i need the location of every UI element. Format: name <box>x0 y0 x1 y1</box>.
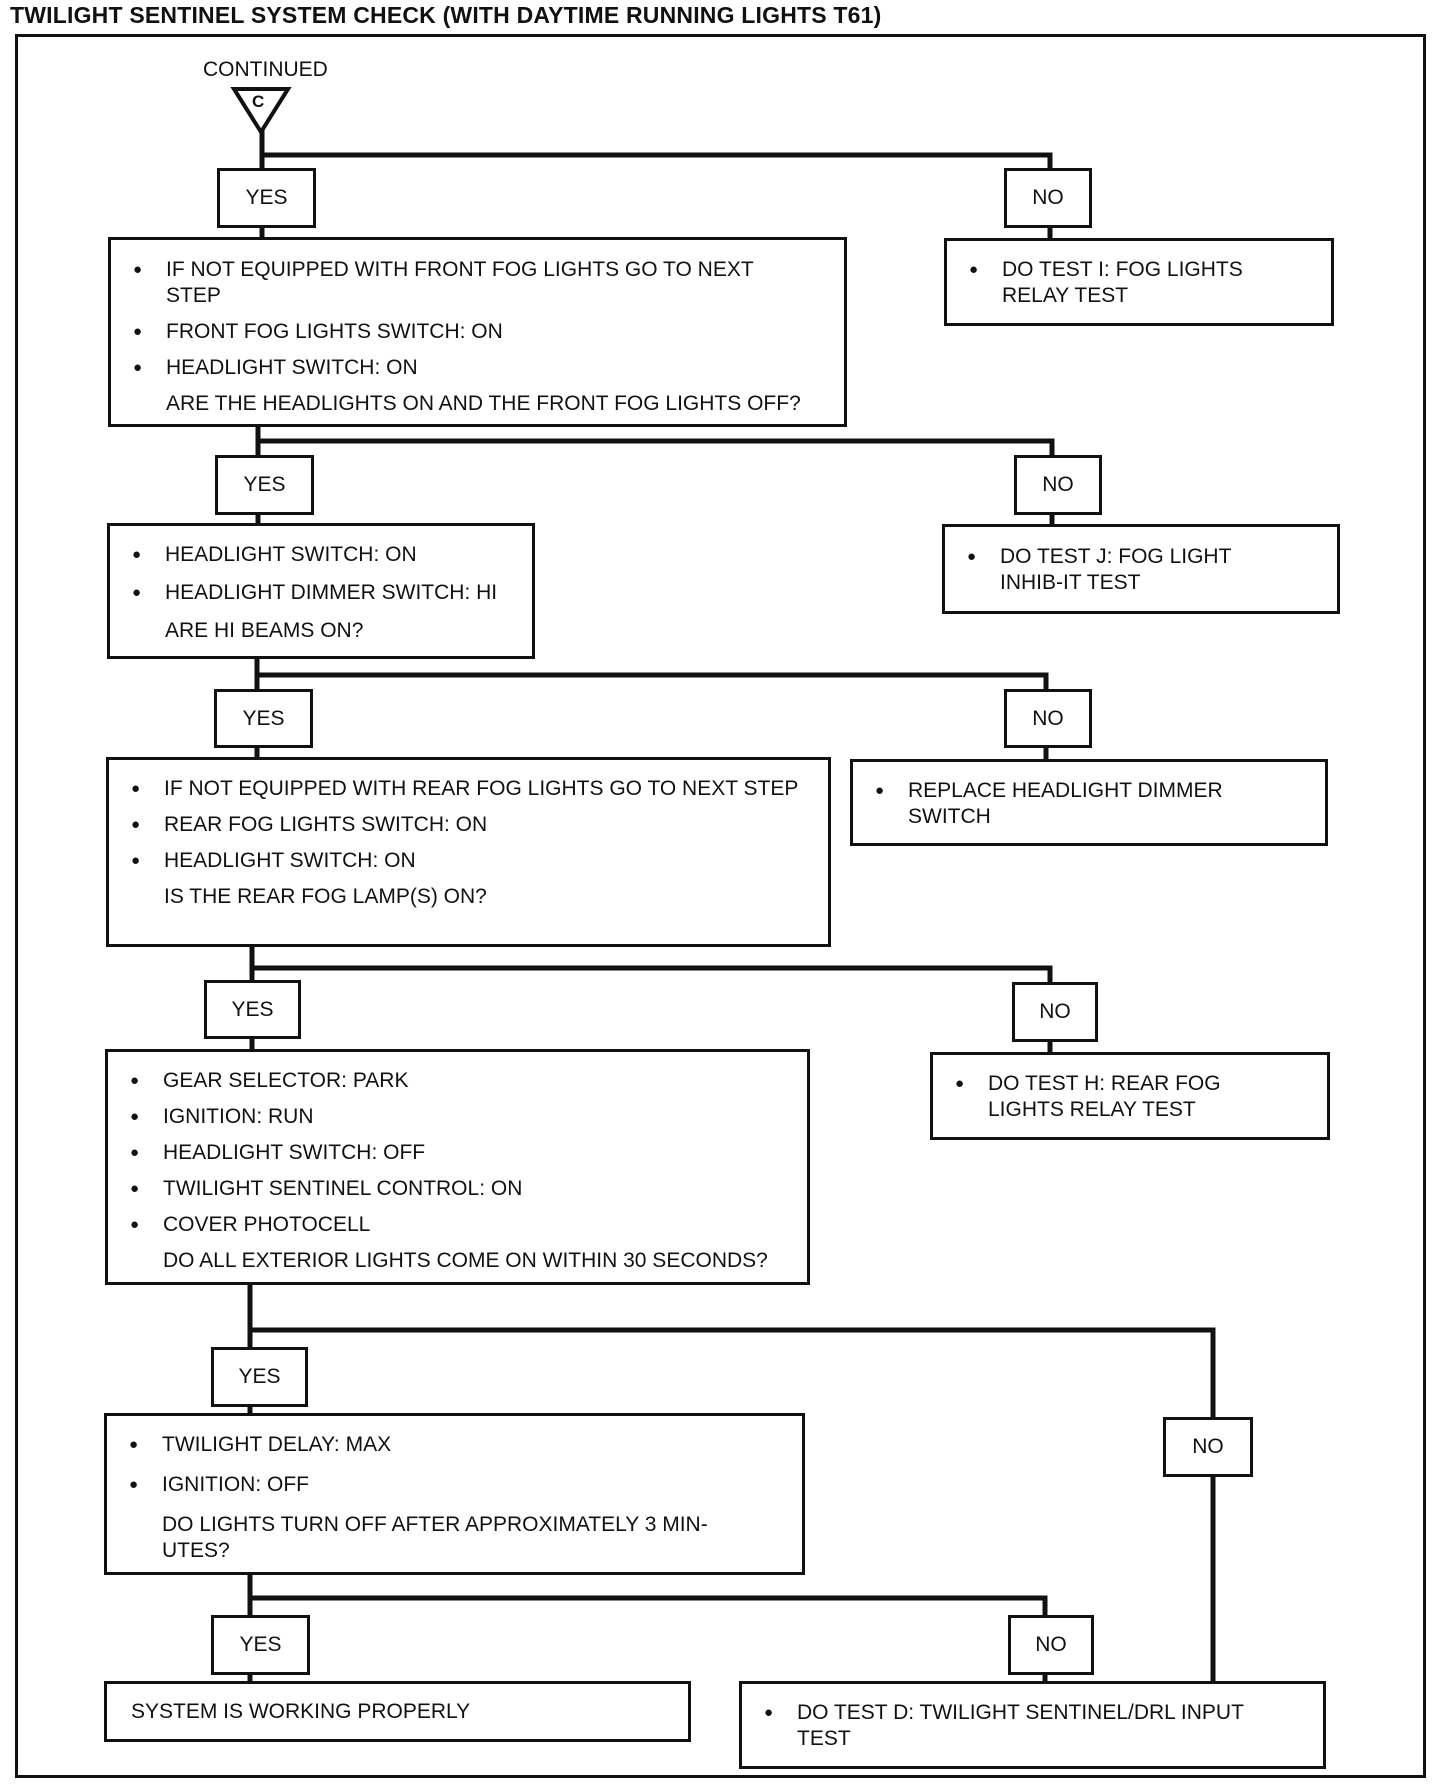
no-label-4: NO <box>1012 982 1098 1042</box>
result-5-bullet: DO TEST D: TWILIGHT SENTINEL/DRL INPUT T… <box>742 1700 1282 1752</box>
no-label-2: NO <box>1014 455 1102 515</box>
step-box-2: HEADLIGHT SWITCH: ON HEADLIGHT DIMMER SW… <box>107 523 535 659</box>
yes-label-3: YES <box>214 689 313 748</box>
no-label-1: NO <box>1004 168 1092 228</box>
step-box-5: TWILIGHT DELAY: MAX IGNITION: OFF DO LIG… <box>104 1413 805 1575</box>
yes-label-1: YES <box>217 168 316 228</box>
step-2-bullet-2: HEADLIGHT DIMMER SWITCH: HI <box>110 580 530 606</box>
step-3-bullet-3: HEADLIGHT SWITCH: ON <box>109 848 799 874</box>
step-4-bullet-2: IGNITION: RUN <box>108 1104 798 1130</box>
step-box-3: IF NOT EQUIPPED WITH REAR FOG LIGHTS GO … <box>106 757 831 947</box>
continued-label: CONTINUED <box>203 58 328 81</box>
step-box-1: IF NOT EQUIPPED WITH FRONT FOG LIGHTS GO… <box>108 237 847 427</box>
result-box-5: DO TEST D: TWILIGHT SENTINEL/DRL INPUT T… <box>739 1681 1326 1769</box>
step-2-question: ARE HI BEAMS ON? <box>165 619 364 642</box>
connector-letter: C <box>252 92 265 111</box>
step-4-bullet-1: GEAR SELECTOR: PARK <box>108 1068 798 1094</box>
yes-label-2: YES <box>215 455 314 515</box>
final-result-text: SYSTEM IS WORKING PROPERLY <box>131 1700 471 1723</box>
result-box-2: DO TEST J: FOG LIGHT INHIB-IT TEST <box>942 524 1340 614</box>
final-result-box: SYSTEM IS WORKING PROPERLY <box>104 1681 691 1742</box>
result-box-4: DO TEST H: REAR FOG LIGHTS RELAY TEST <box>930 1052 1330 1140</box>
result-1-bullet: DO TEST I: FOG LIGHTS RELAY TEST <box>947 257 1297 309</box>
result-box-3: REPLACE HEADLIGHT DIMMER SWITCH <box>850 759 1328 846</box>
step-3-bullet-2: REAR FOG LIGHTS SWITCH: ON <box>109 812 799 838</box>
step-2-bullet-1: HEADLIGHT SWITCH: ON <box>110 542 530 568</box>
step-1-bullet-2: FRONT FOG LIGHTS SWITCH: ON <box>111 319 801 345</box>
no-label-6: NO <box>1008 1615 1094 1675</box>
yes-label-6: YES <box>211 1615 310 1675</box>
step-3-bullet-1: IF NOT EQUIPPED WITH REAR FOG LIGHTS GO … <box>109 776 799 802</box>
connector-triangle-icon <box>230 87 292 136</box>
page-title: TWILIGHT SENTINEL SYSTEM CHECK (WITH DAY… <box>10 2 882 28</box>
result-3-bullet: REPLACE HEADLIGHT DIMMER SWITCH <box>853 778 1253 830</box>
step-4-bullet-4: TWILIGHT SENTINEL CONTROL: ON <box>108 1176 798 1202</box>
step-4-question: DO ALL EXTERIOR LIGHTS COME ON WITHIN 30… <box>163 1249 768 1272</box>
step-4-bullet-3: HEADLIGHT SWITCH: OFF <box>108 1140 798 1166</box>
diagram-frame <box>15 34 1426 1778</box>
step-1-bullet-1: IF NOT EQUIPPED WITH FRONT FOG LIGHTS GO… <box>111 257 801 309</box>
step-1-question: ARE THE HEADLIGHTS ON AND THE FRONT FOG … <box>166 392 801 415</box>
no-label-3: NO <box>1004 689 1092 748</box>
step-box-4: GEAR SELECTOR: PARK IGNITION: RUN HEADLI… <box>105 1049 810 1285</box>
step-5-bullet-2: IGNITION: OFF <box>107 1472 747 1498</box>
step-3-question: IS THE REAR FOG LAMP(S) ON? <box>164 885 487 908</box>
result-box-1: DO TEST I: FOG LIGHTS RELAY TEST <box>944 238 1334 326</box>
result-4-bullet: DO TEST H: REAR FOG LIGHTS RELAY TEST <box>933 1071 1283 1123</box>
no-label-5: NO <box>1163 1417 1253 1477</box>
step-5-question: DO LIGHTS TURN OFF AFTER APPROXIMATELY 3… <box>162 1513 708 1562</box>
yes-label-5: YES <box>211 1347 308 1407</box>
result-2-bullet: DO TEST J: FOG LIGHT INHIB-IT TEST <box>945 544 1290 596</box>
yes-label-4: YES <box>204 980 301 1039</box>
step-5-bullet-1: TWILIGHT DELAY: MAX <box>107 1432 747 1458</box>
step-4-bullet-5: COVER PHOTOCELL <box>108 1212 798 1238</box>
step-1-bullet-3: HEADLIGHT SWITCH: ON <box>111 355 801 381</box>
